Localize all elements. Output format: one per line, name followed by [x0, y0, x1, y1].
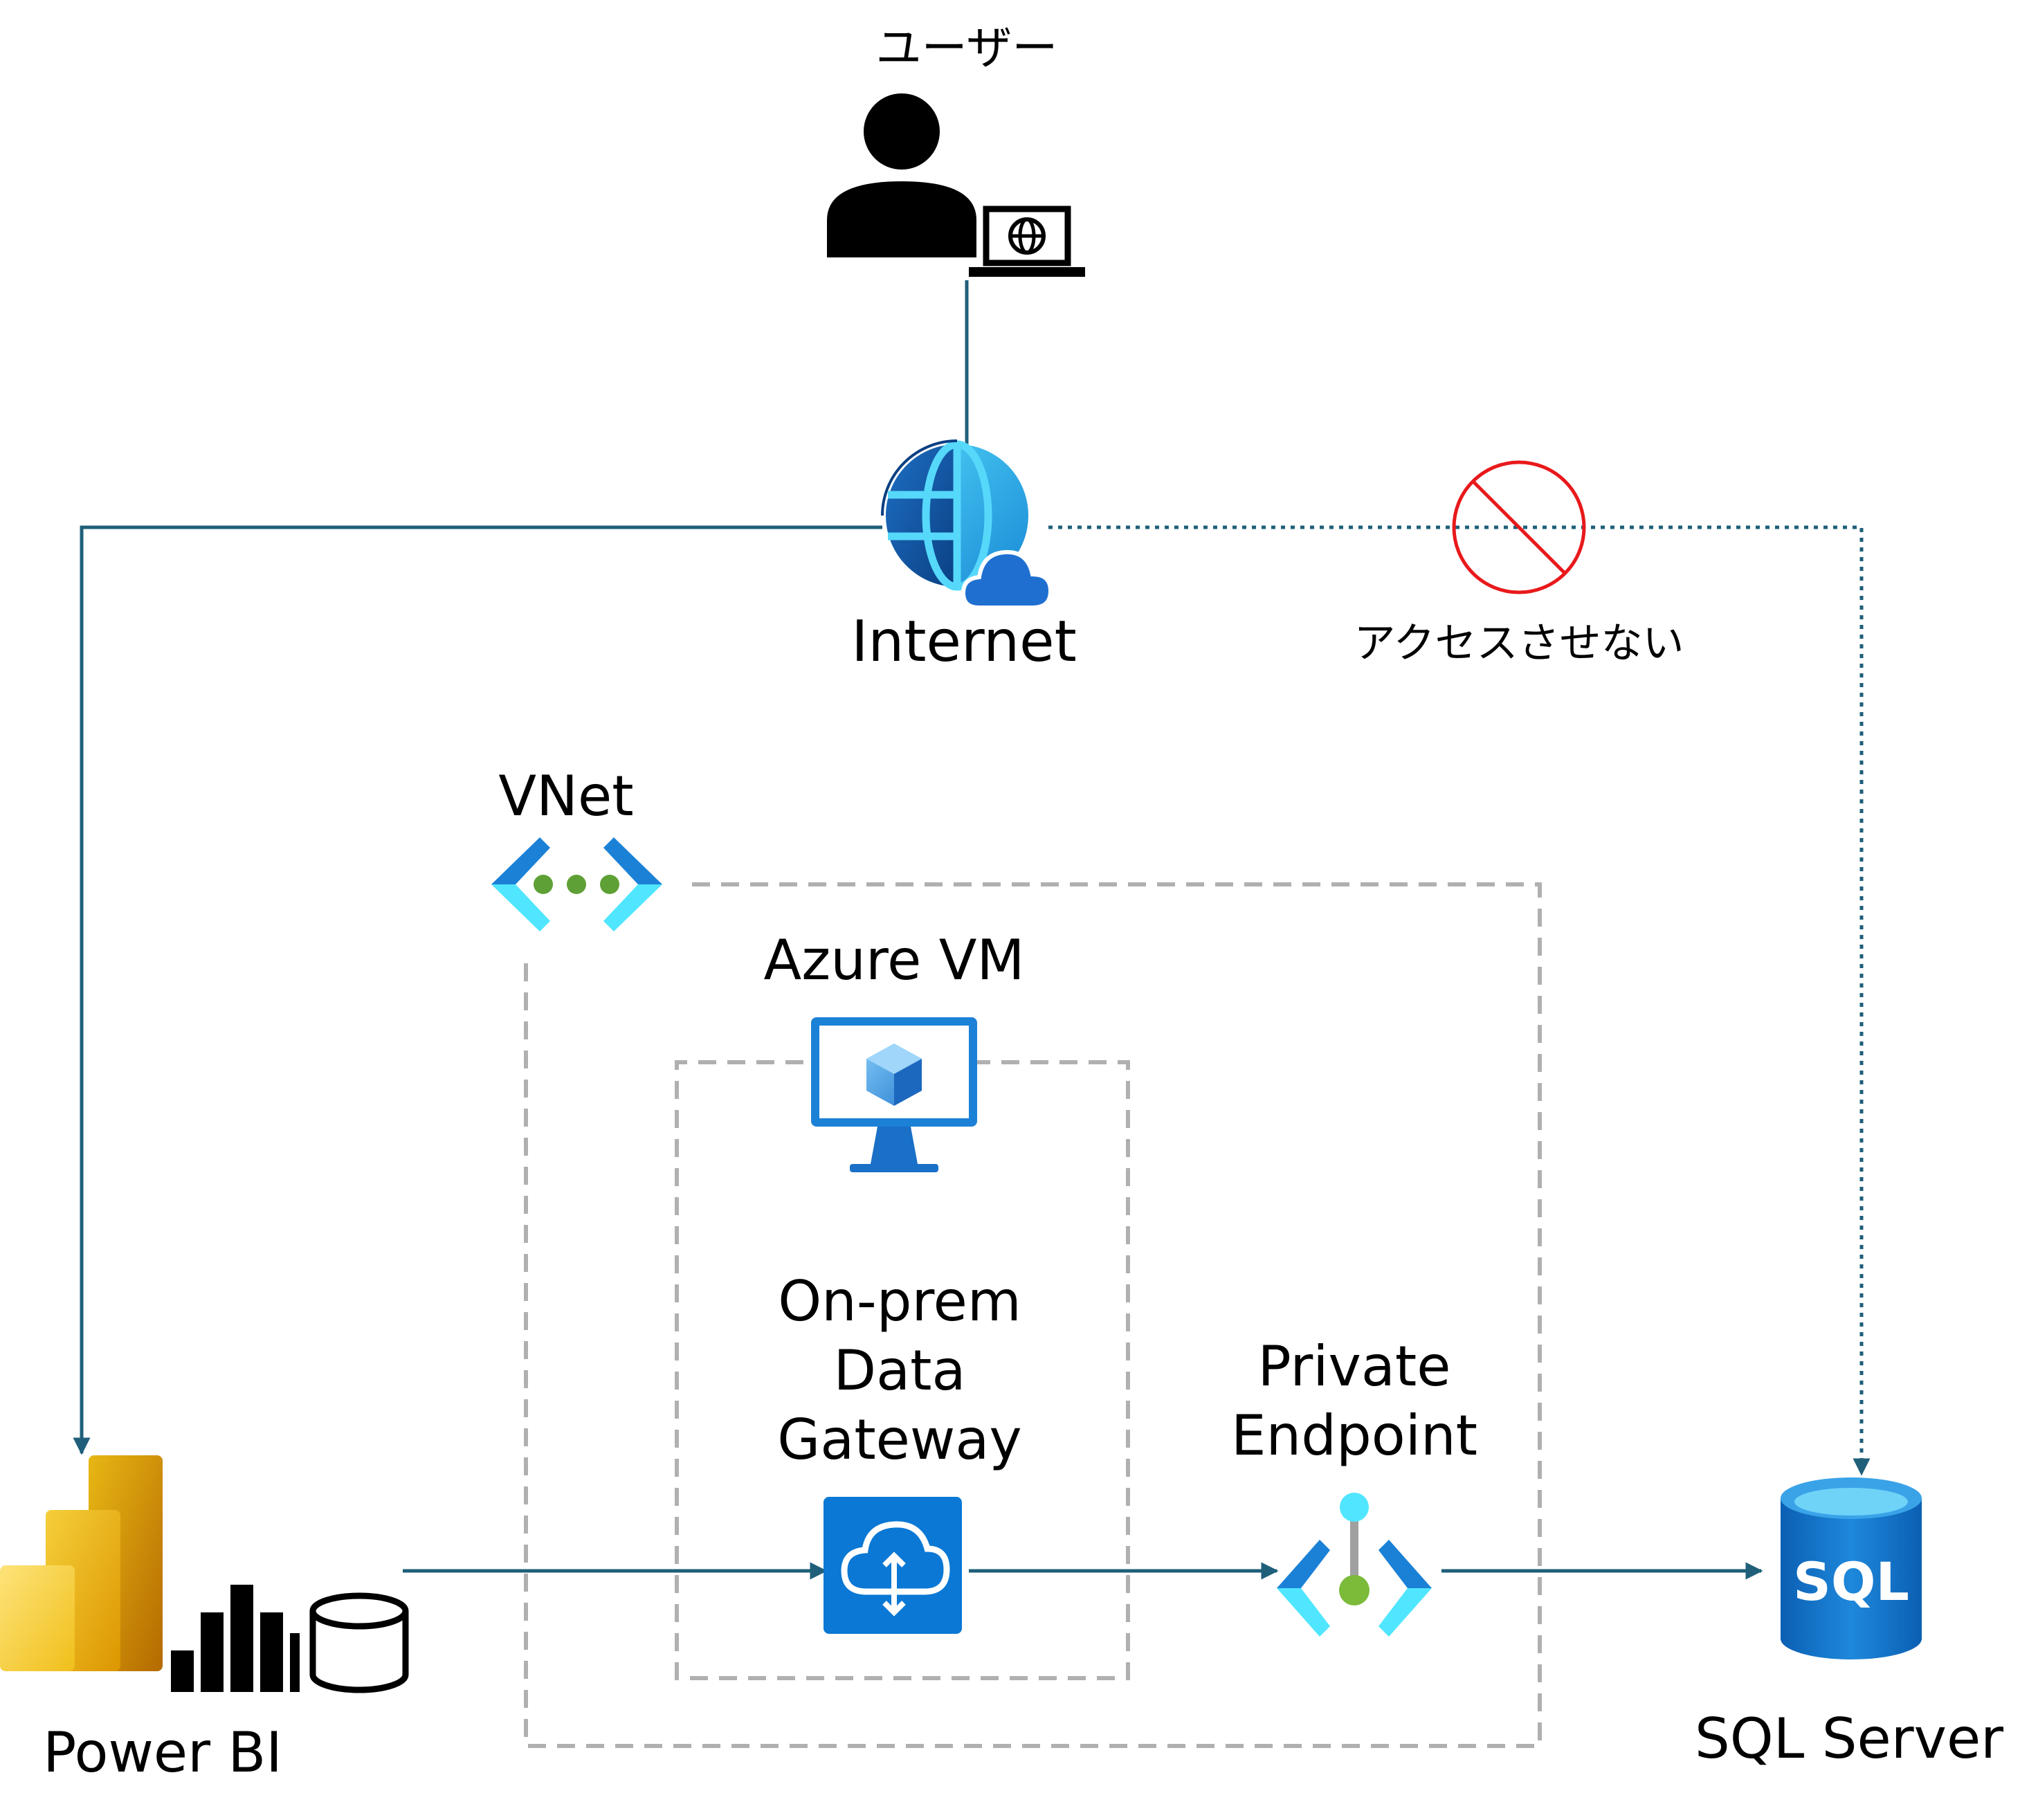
- gateway-label-line2: Data: [833, 1338, 965, 1403]
- virtual-machine-icon: [811, 1017, 977, 1172]
- vnet-boundary: [524, 882, 1542, 1748]
- gateway-label-line1: On-prem: [778, 1269, 1021, 1334]
- private-endpoint-label-line2: Endpoint: [1231, 1403, 1477, 1468]
- globe-cloud-icon: [881, 439, 1053, 610]
- sql-server-label: SQL Server: [1695, 1707, 2003, 1771]
- user-with-laptop-icon: [827, 93, 1085, 277]
- user-label: ユーザー: [876, 21, 1058, 75]
- azure-vm-label: Azure VM: [764, 928, 1025, 992]
- sql-badge-text: SQL: [1793, 1551, 1909, 1612]
- connector-internet-powerbi: [73, 525, 882, 1455]
- internet-label: Internet: [851, 609, 1077, 675]
- vnet-label: VNet: [498, 764, 633, 828]
- power-bi-label: Power BI: [43, 1720, 282, 1785]
- power-bi-icon: [0, 1455, 409, 1693]
- gateway-label-line3: Gateway: [777, 1408, 1021, 1472]
- blocked-label: アクセスさせない: [1354, 619, 1684, 668]
- sql-database-icon: [1781, 1477, 1922, 1659]
- virtual-network-icon: [491, 837, 662, 931]
- private-endpoint-icon: [1277, 1493, 1432, 1637]
- data-gateway-icon: [824, 1497, 962, 1634]
- azure-vm-boundary: [675, 1060, 1130, 1680]
- connector-internet-sql-blocked: [1048, 525, 1871, 1476]
- no-entry-icon: [1452, 460, 1586, 594]
- private-endpoint-label-line1: Private: [1258, 1334, 1451, 1399]
